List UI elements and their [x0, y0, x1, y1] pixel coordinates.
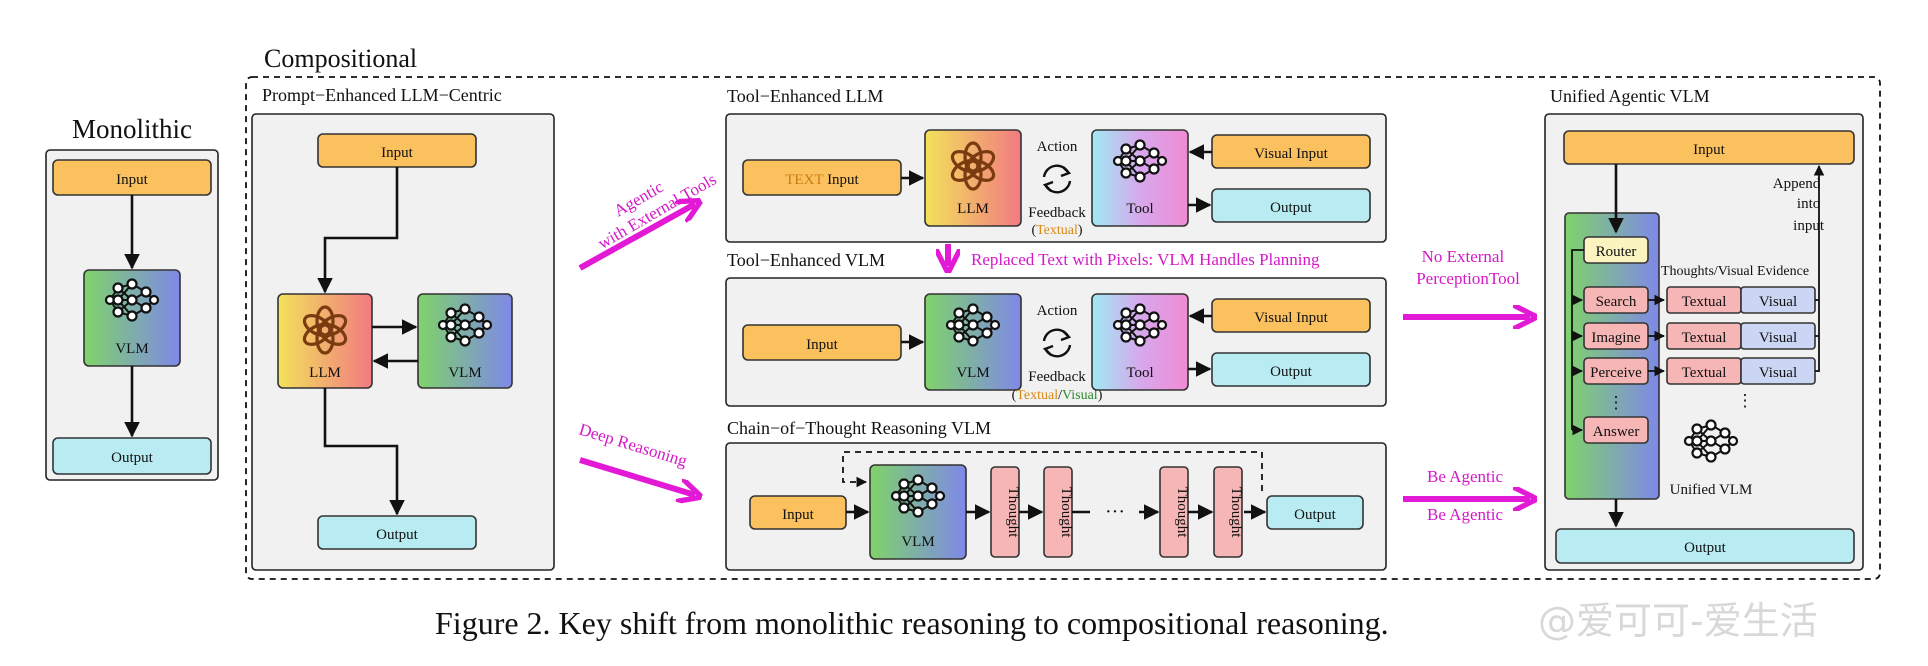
no-external-line-1: No External [1422, 247, 1505, 266]
tool-vlm-title: Tool−Enhanced VLM [727, 250, 885, 270]
paren-open: ( [1012, 388, 1017, 403]
input-word: Input [827, 172, 859, 188]
append-label: Append into input [1773, 176, 1825, 234]
replaced-label: Replaced Text with Pixels: VLM Handles P… [971, 250, 1320, 269]
slash: / [1058, 388, 1062, 403]
cot-input-label: Input [782, 507, 814, 523]
cot-vlm-label: VLM [901, 534, 934, 550]
tool-llm-feedback-type: (Textual) [1031, 223, 1082, 238]
pe-llm-label: LLM [309, 365, 341, 381]
thought-label: Thought [1005, 487, 1021, 539]
action-label: Perceive [1590, 365, 1642, 381]
cot-vlm-title: Chain−of−Thought Reasoning VLM [727, 418, 991, 438]
pe-arrow-input-llm [317, 167, 399, 294]
action-ellipsis: ⋮ [1608, 393, 1625, 412]
prompt-enhanced-panel [251, 113, 555, 571]
tool-llm-title: Tool−Enhanced LLM [727, 86, 883, 106]
tool-vlm-action-label: Action [1037, 303, 1078, 319]
visual-evidence-label: Visual [1759, 365, 1797, 381]
cot-output-label: Output [1294, 507, 1337, 523]
append-line-1: Append [1773, 176, 1821, 192]
monolithic-title: Monolithic [72, 114, 192, 144]
action-label: Imagine [1591, 330, 1640, 346]
cot-feedback-loop [842, 451, 1263, 491]
prompt-enhanced-title: Prompt−Enhanced LLM−Centric [262, 85, 502, 105]
answer-box [1583, 416, 1649, 444]
pe-vlm-label: VLM [448, 365, 481, 381]
agentic-label: Agentic with External Tools [585, 152, 720, 253]
pe-output-label: Output [376, 527, 419, 543]
agentic-arrow [578, 204, 695, 271]
thought-label: Thought [1174, 487, 1190, 539]
tool-llm-action-label: Action [1037, 139, 1078, 155]
unified-title: Unified Agentic VLM [1550, 86, 1710, 106]
no-external-line-2: PerceptionTool [1416, 269, 1520, 288]
thought-label: Thought [1228, 487, 1244, 539]
thought-label: Thought [1058, 487, 1074, 539]
action-label: Search [1596, 294, 1637, 310]
visual-evidence-label: Visual [1759, 330, 1797, 346]
tool-vlm-input-label: Input [806, 337, 838, 353]
paren-close: ) [1098, 388, 1103, 403]
tool-vlm-feedback-type: (Textual/Visual) [1012, 388, 1103, 403]
no-external-label: No External PerceptionTool [1416, 247, 1520, 288]
compositional-title: Compositional [264, 44, 417, 73]
tool-llm-output-box [1211, 188, 1371, 223]
router-branch-line [1571, 249, 1584, 430]
tool-llm-visual-input-label: Visual Input [1254, 146, 1329, 162]
be-agentic-label-2: Be Agentic [1427, 505, 1503, 524]
tool-llm-feedback-label: Feedback [1028, 205, 1086, 221]
tool-llm-llm-box [924, 129, 1022, 227]
pe-arrow-llm-output [323, 388, 405, 516]
cot-ellipsis: ··· [1105, 501, 1125, 523]
paren-open: ( [1031, 223, 1036, 238]
watermark: @爱可可-爱生活 [1538, 599, 1818, 643]
tool-vlm-tool-label: Tool [1126, 365, 1153, 381]
tool-vlm-output-box [1211, 352, 1371, 387]
textual-evidence-label: Textual [1682, 294, 1727, 310]
visual-type: Visual [1062, 388, 1098, 403]
visual-evidence-label: Visual [1759, 294, 1797, 310]
text-prefix: TEXT [785, 172, 823, 188]
tool-vlm-visual-input-label: Visual Input [1254, 310, 1329, 326]
append-line-3: input [1793, 218, 1825, 234]
textual-type: Textual [1016, 388, 1058, 403]
tool-vlm-output-label: Output [1270, 364, 1313, 380]
monolithic-output-box [52, 437, 212, 475]
tool-llm-input-label: TEXT Input [785, 172, 859, 188]
unified-vlm-label: Unified VLM [1670, 482, 1753, 498]
unified-output-label: Output [1684, 540, 1727, 556]
pe-input-label: Input [381, 145, 413, 161]
monolithic-output-label: Output [111, 450, 154, 466]
cot-output-box [1266, 495, 1364, 530]
unified-output-box [1555, 528, 1855, 564]
append-line-2: into [1797, 196, 1820, 212]
thought-box [1213, 466, 1243, 558]
thought-chain: Thought Thought Thought Thought [966, 466, 1244, 558]
paren-close: ) [1078, 223, 1083, 238]
unified-input-box [1563, 130, 1855, 165]
be-agentic-label-1: Be Agentic [1427, 467, 1503, 486]
tool-llm-tool-label: Tool [1126, 201, 1153, 217]
textual-type: Textual [1036, 223, 1078, 238]
deep-reasoning-arrow [579, 457, 695, 495]
evidence-header: Thoughts/Visual Evidence [1661, 264, 1809, 279]
tool-vlm-vlm-label: VLM [956, 365, 989, 381]
figure-caption: Figure 2. Key shift from monolithic reas… [435, 605, 1389, 641]
textual-evidence-label: Textual [1682, 330, 1727, 346]
pe-output-box [317, 515, 477, 550]
evidence-ellipsis: ⋮ [1737, 391, 1754, 410]
monolithic-input-label: Input [116, 172, 148, 188]
tool-llm-output-label: Output [1270, 200, 1313, 216]
textual-evidence-label: Textual [1682, 365, 1727, 381]
tool-vlm-feedback-label: Feedback [1028, 369, 1086, 385]
unified-input-label: Input [1693, 142, 1725, 158]
router-label: Router [1596, 244, 1637, 260]
monolithic-vlm-label: VLM [115, 341, 148, 357]
answer-label: Answer [1593, 424, 1640, 440]
compositional-dashed-frame [245, 76, 1881, 580]
tool-llm-llm-label: LLM [957, 201, 989, 217]
